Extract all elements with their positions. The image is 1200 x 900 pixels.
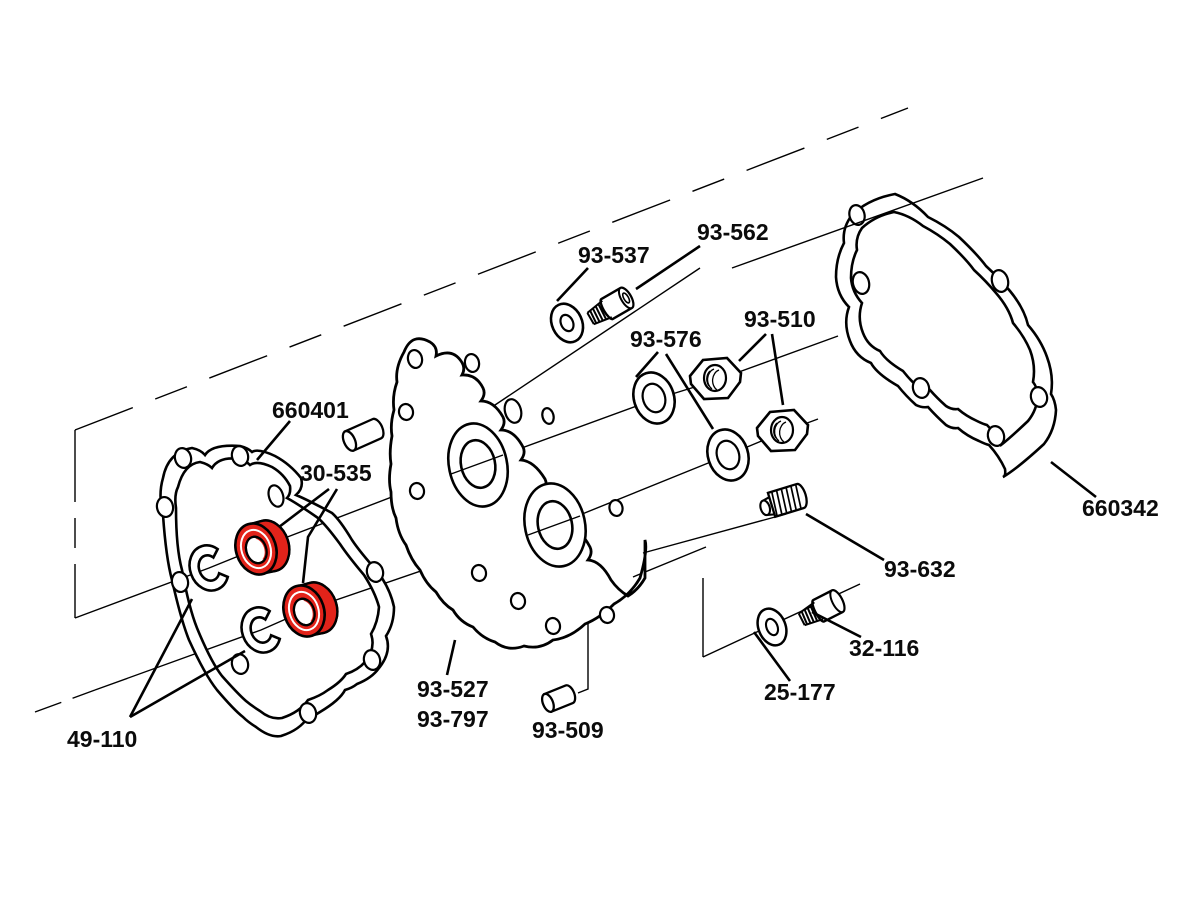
part-label-93-562: 93-562	[697, 219, 769, 245]
retaining-ring-lower-49-110	[240, 606, 282, 654]
part-label-32-116: 32-116	[849, 635, 919, 661]
gasket-660401-oval-hole	[267, 484, 285, 508]
set-screw-threads	[770, 484, 802, 517]
leader-93-562	[635, 244, 701, 291]
leader-93-537	[556, 267, 589, 302]
lower-axis-dashed-start	[34, 689, 96, 713]
set-screw-93-632	[759, 482, 808, 519]
nut-thread-detail	[773, 420, 787, 443]
leader-32-116	[811, 610, 862, 639]
axis-through-bores	[450, 454, 581, 536]
part-label-93-527: 93-527	[417, 676, 489, 702]
leader-49-110-b	[129, 649, 246, 719]
part-label-660401: 660401	[272, 397, 349, 423]
bolt-32-116	[797, 589, 846, 627]
washer-25-177	[756, 607, 788, 647]
part-label-93-509: 93-509	[532, 717, 604, 743]
dowel-pin-upper	[341, 417, 385, 453]
part-label-93-576: 93-576	[630, 326, 702, 352]
leader-93-576-a	[635, 351, 659, 378]
gasket-axis-line	[731, 177, 984, 269]
set-screw-axis	[642, 513, 787, 554]
bushing-upper-30-535	[234, 519, 291, 576]
part-label-93-797: 93-797	[417, 706, 489, 732]
leader-660342	[1050, 460, 1097, 499]
top-bolt-axis	[491, 267, 701, 408]
leader-93-527	[445, 639, 457, 676]
gasket-660401-bolt-holes	[155, 445, 385, 724]
gasket-660342-outline	[834, 192, 1058, 479]
bushing-lower-30-535	[282, 581, 339, 638]
leader-25-177	[752, 631, 792, 682]
part-label-93-537: 93-537	[578, 242, 650, 268]
leader-93-510-a	[738, 333, 767, 362]
gasket-660401	[155, 444, 396, 738]
gasket-660342-bolt-holes	[848, 204, 1049, 447]
screw-93-562	[586, 286, 635, 326]
washer-93-537	[549, 302, 585, 344]
nut-lower-93-510	[755, 408, 810, 453]
part-label-30-535: 30-535	[300, 460, 372, 486]
gasket-660401-outline	[159, 444, 396, 738]
retaining-ring-shape	[188, 544, 230, 592]
part-label-93-632: 93-632	[884, 556, 956, 582]
bolt-threads	[797, 601, 824, 627]
part-label-93-510: 93-510	[744, 306, 816, 332]
leader-30-535-b	[301, 488, 339, 584]
dowel-pin-93-509	[540, 684, 577, 714]
part-label-25-177: 25-177	[764, 679, 836, 705]
dashed-centerline-top	[74, 107, 909, 431]
end-cover-plate-outline	[388, 337, 648, 650]
plate-bolt-holes	[397, 348, 624, 636]
leader-93-510-b	[770, 333, 785, 406]
leader-93-632	[805, 512, 885, 562]
retaining-ring-shape	[240, 606, 282, 654]
part-labels: 93-537 93-562 93-576 93-510 660401 30-53…	[67, 219, 1159, 752]
leader-660401	[256, 420, 291, 461]
leader-93-576-b	[664, 353, 715, 430]
nut-upper-93-510	[688, 356, 743, 401]
part-label-660342: 660342	[1082, 495, 1159, 521]
end-cover-plate-93-527	[388, 337, 648, 650]
retaining-ring-upper-49-110	[188, 544, 230, 592]
washer-upper-93-576	[632, 371, 676, 425]
leader-49-110-a	[128, 598, 194, 718]
part-label-49-110: 49-110	[67, 726, 137, 752]
gasket-660342	[731, 177, 1058, 479]
nut-thread-detail	[706, 368, 720, 391]
leader-30-535-a	[278, 487, 330, 529]
plate-bearing-bores	[447, 422, 587, 568]
screw-threads	[586, 299, 613, 326]
washer-lower-93-576	[706, 428, 750, 482]
leader-lines	[128, 244, 1097, 719]
